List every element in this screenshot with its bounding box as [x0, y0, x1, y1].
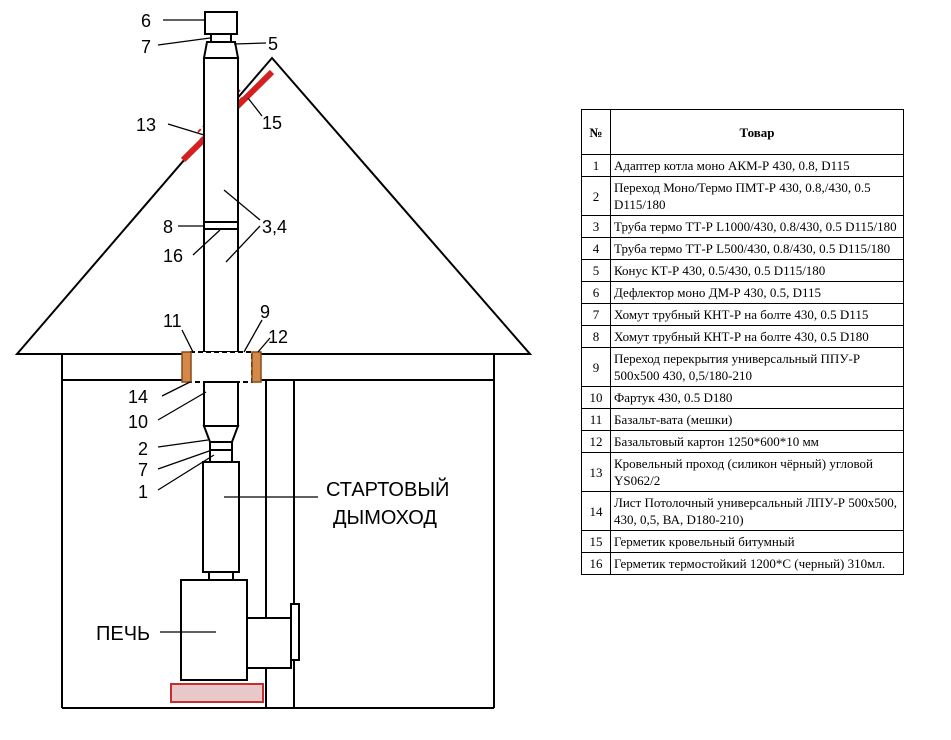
stove-firebox-door — [290, 603, 300, 661]
row-item-name: Переход перекрытия универсальный ППУ-Р 5… — [610, 347, 904, 387]
callout-2: 2 — [138, 439, 148, 459]
callout-3-4: 3,4 — [262, 217, 287, 237]
callout-11: 11 — [163, 311, 182, 331]
cone — [202, 41, 240, 59]
basalt-insulation — [181, 351, 262, 383]
row-item-name: Кровельный проход (силикон чёрный) углов… — [610, 452, 904, 492]
leader-lines — [157, 19, 318, 633]
row-number: 13 — [581, 452, 611, 492]
house-outline — [14, 56, 533, 709]
row-item-name: Хомут трубный КНТ-Р на болте 430, 0.5 D1… — [610, 325, 904, 348]
callout-12: 12 — [268, 327, 288, 347]
row-item-name: Лист Потолочный универсальный ЛПУ-Р 500х… — [610, 491, 904, 531]
row-number: 14 — [581, 491, 611, 531]
callout-9: 9 — [260, 302, 270, 322]
callout-6: 6 — [141, 11, 151, 31]
row-number: 8 — [581, 325, 611, 348]
stove — [170, 579, 300, 703]
row-item-name: Конус КТ-Р 430, 0.5/430, 0.5 D115/180 — [610, 259, 904, 282]
row-item-name: Герметик термостойкий 1200*С (черный) 31… — [610, 552, 904, 575]
starter-chimney — [202, 461, 240, 573]
row-item-name: Труба термо ТТ-Р L1000/430, 0.8/430, 0.5… — [610, 215, 904, 238]
row-item-name: Дефлектор моно ДМ-Р 430, 0.5, D115 — [610, 281, 904, 304]
row-item-name: Переход Моно/Термо ПМТ-Р 430, 0.8,/430, … — [610, 176, 904, 216]
header-number: № — [581, 109, 611, 155]
callout-13: 13 — [136, 115, 156, 135]
row-number: 1 — [581, 154, 611, 177]
header-item: Товар — [610, 109, 904, 155]
row-item-name: Герметик кровельный битумный — [610, 530, 904, 553]
callout-10: 10 — [128, 412, 148, 432]
callout-5: 5 — [268, 34, 278, 54]
callout-labels: 6 7 5 13 15 8 16 3,4 11 9 12 14 10 2 7 1 — [128, 11, 288, 502]
insulation-left — [181, 351, 192, 383]
deflector-stem — [210, 33, 232, 43]
callout-7-top: 7 — [141, 37, 151, 57]
row-number: 7 — [581, 303, 611, 326]
deflector — [204, 11, 238, 35]
stove-firebox — [246, 617, 292, 669]
row-number: 5 — [581, 259, 611, 282]
callout-14: 14 — [128, 387, 148, 407]
row-item-name: Хомут трубный КНТ-Р на болте 430, 0.5 D1… — [610, 303, 904, 326]
chimney-pipe — [189, 11, 253, 581]
row-number: 15 — [581, 530, 611, 553]
row-item-name: Адаптер котла моно АКМ-Р 430, 0.8, D115 — [610, 154, 904, 177]
row-number: 12 — [581, 430, 611, 453]
callout-16: 16 — [163, 246, 183, 266]
callout-15: 15 — [262, 113, 282, 133]
roof — [14, 56, 533, 355]
stove-body — [180, 579, 248, 681]
row-item-name: Фартук 430, 0.5 D180 — [610, 386, 904, 409]
ceiling-pass-through — [189, 351, 253, 383]
starter-chimney-label-line-1: СТАРТОВЫЙ — [326, 477, 449, 501]
pipe-upper — [203, 57, 239, 353]
table-header-row: № Товар — [581, 109, 904, 155]
callout-8: 8 — [163, 217, 173, 237]
row-number: 3 — [581, 215, 611, 238]
row-number: 6 — [581, 281, 611, 304]
stove-base — [170, 683, 264, 703]
row-number: 10 — [581, 386, 611, 409]
row-number: 2 — [581, 176, 611, 216]
row-item-name: Труба термо ТТ-Р L500/430, 0.8/430, 0.5 … — [610, 237, 904, 260]
insulation-right — [251, 351, 262, 383]
boiler-adapter — [209, 441, 233, 463]
ceiling-beam — [61, 353, 495, 381]
row-number: 16 — [581, 552, 611, 575]
stove-neck — [208, 571, 234, 581]
stove-label: ПЕЧЬ — [96, 623, 150, 645]
row-number: 4 — [581, 237, 611, 260]
callout-7-bottom: 7 — [138, 460, 148, 480]
callout-1: 1 — [138, 482, 148, 502]
row-number: 9 — [581, 347, 611, 387]
row-number: 11 — [581, 408, 611, 431]
row-item-name: Базальт-вата (мешки) — [610, 408, 904, 431]
starter-chimney-label-line-2: ДЫМОХОД — [333, 507, 437, 529]
mono-termo-transition — [202, 425, 240, 443]
row-item-name: Базальтовый картон 1250*600*10 мм — [610, 430, 904, 453]
pipe-lower — [203, 381, 239, 427]
